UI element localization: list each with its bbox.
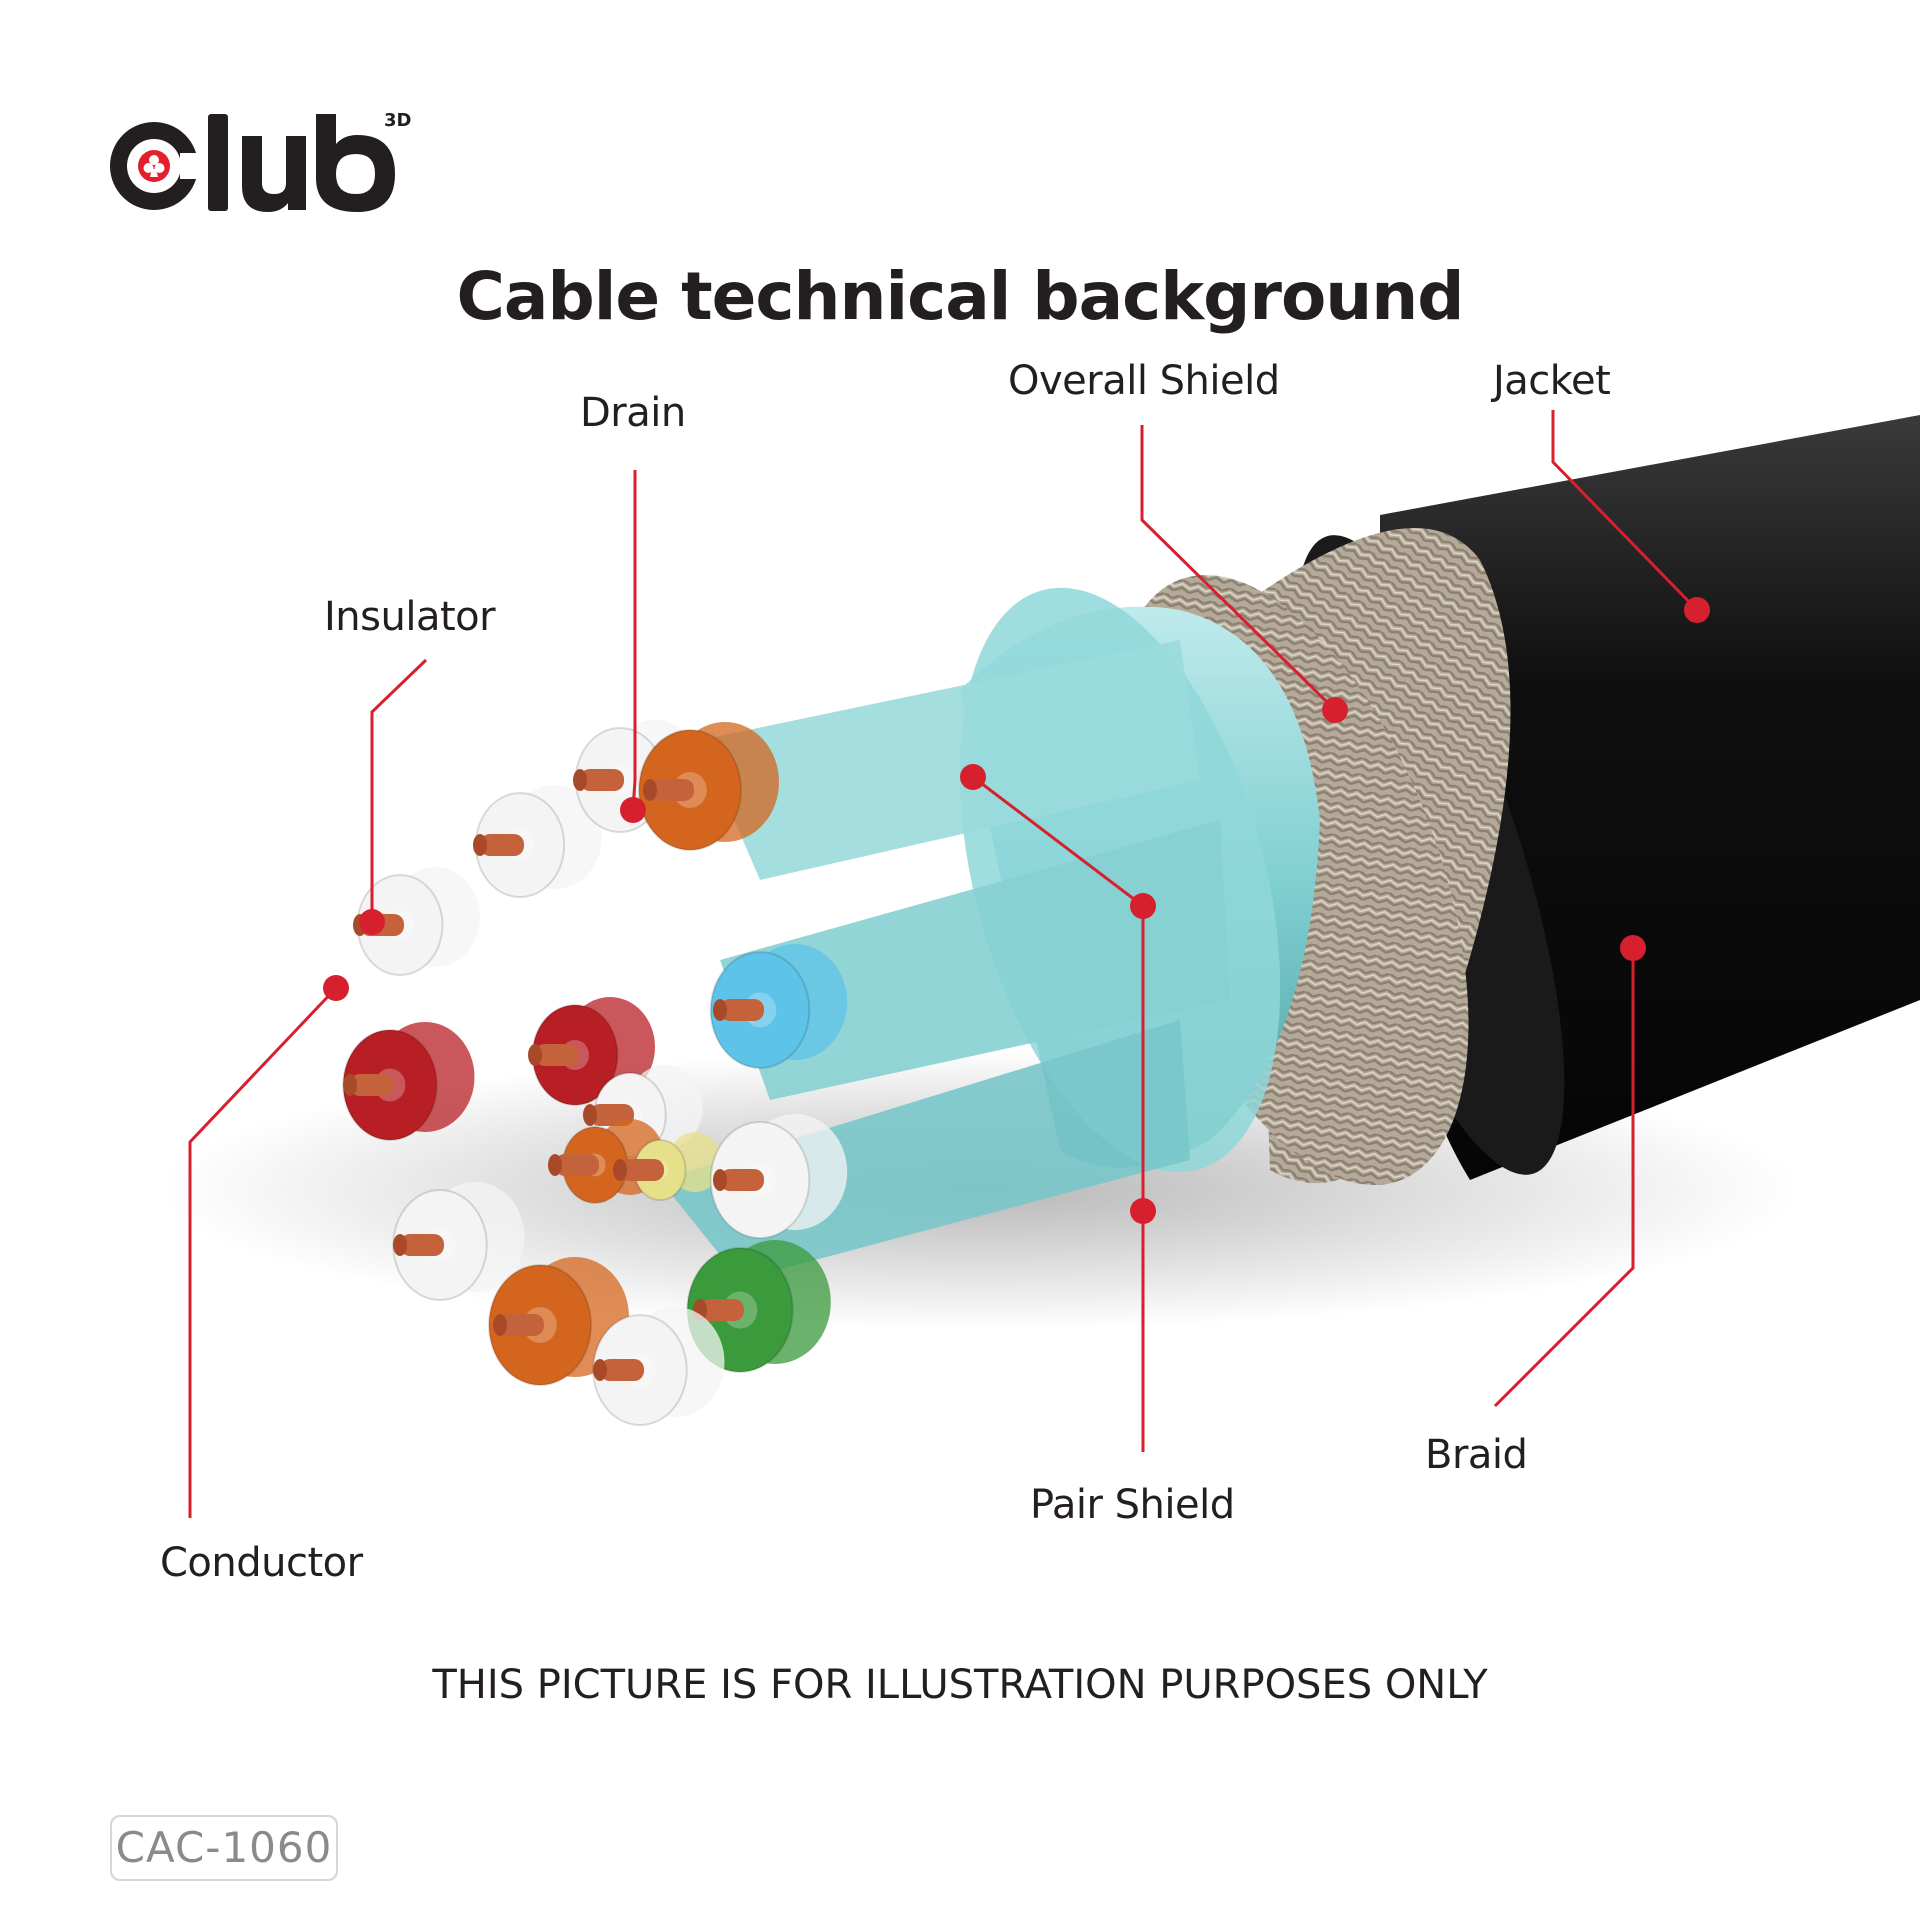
club3d-logo: 3D	[110, 110, 411, 212]
label-braid: Braid	[1425, 1432, 1528, 1478]
callout-braid-line	[1493, 948, 1635, 1408]
callout-insulator-dot	[359, 909, 385, 935]
core-orange-3-conductor	[500, 1314, 544, 1336]
callout-overall-shield-dot	[1322, 697, 1348, 723]
label-conductor: Conductor	[160, 1540, 363, 1586]
callout-conductor-line	[188, 986, 338, 1518]
callout-insulator-line	[370, 658, 428, 922]
core-blue-1-conductor	[720, 999, 764, 1021]
logo-letter-b	[316, 114, 395, 212]
core-green-1-conductor	[700, 1299, 744, 1321]
pair-shield-top	[700, 640, 1200, 880]
callout-drain-dot	[620, 797, 646, 823]
callout-jacket-line	[1551, 410, 1699, 612]
core-orange-2-conductor	[555, 1154, 599, 1176]
logo-letter-u	[242, 136, 306, 212]
label-insulator: Insulator	[324, 594, 496, 640]
label-jacket: Jacket	[1493, 358, 1611, 404]
logo-superscript: 3D	[384, 110, 411, 131]
logo-letter-l	[208, 114, 228, 211]
core-red-2-conductor	[535, 1044, 579, 1066]
label-pair-shield: Pair Shield	[1030, 1482, 1235, 1528]
core-red-1-conductor	[350, 1074, 394, 1096]
core-orange-1-conductor	[650, 779, 694, 801]
callout-braid-dot	[1620, 935, 1646, 961]
callout-pair-shield-2-dot	[1130, 1198, 1156, 1224]
callout-lines	[188, 410, 1710, 1518]
callout-overall-shield-line	[1140, 425, 1337, 712]
callout-jacket-dot	[1684, 597, 1710, 623]
callout-conductor-dot	[323, 975, 349, 1001]
disclaimer-text: THIS PICTURE IS FOR ILLUSTRATION PURPOSE…	[432, 1662, 1488, 1708]
core-white-1-conductor	[480, 834, 524, 856]
core-white-2-conductor	[580, 769, 624, 791]
core-white-6-conductor	[400, 1234, 444, 1256]
club-suit-icon	[138, 150, 170, 182]
callout-pair-shield-dot	[960, 764, 986, 790]
label-overall-shield: Overall Shield	[1008, 358, 1280, 404]
label-drain: Drain	[580, 390, 686, 436]
core-yellow-1-conductor	[620, 1159, 664, 1181]
core-white-5-conductor	[720, 1169, 764, 1191]
callout-pair-shield-mid-dot	[1130, 893, 1156, 919]
core-white-7-conductor	[600, 1359, 644, 1381]
pair-shield-middle	[720, 820, 1230, 1100]
model-number-badge: CAC-1060	[110, 1815, 338, 1881]
page-title: Cable technical background	[456, 258, 1464, 335]
